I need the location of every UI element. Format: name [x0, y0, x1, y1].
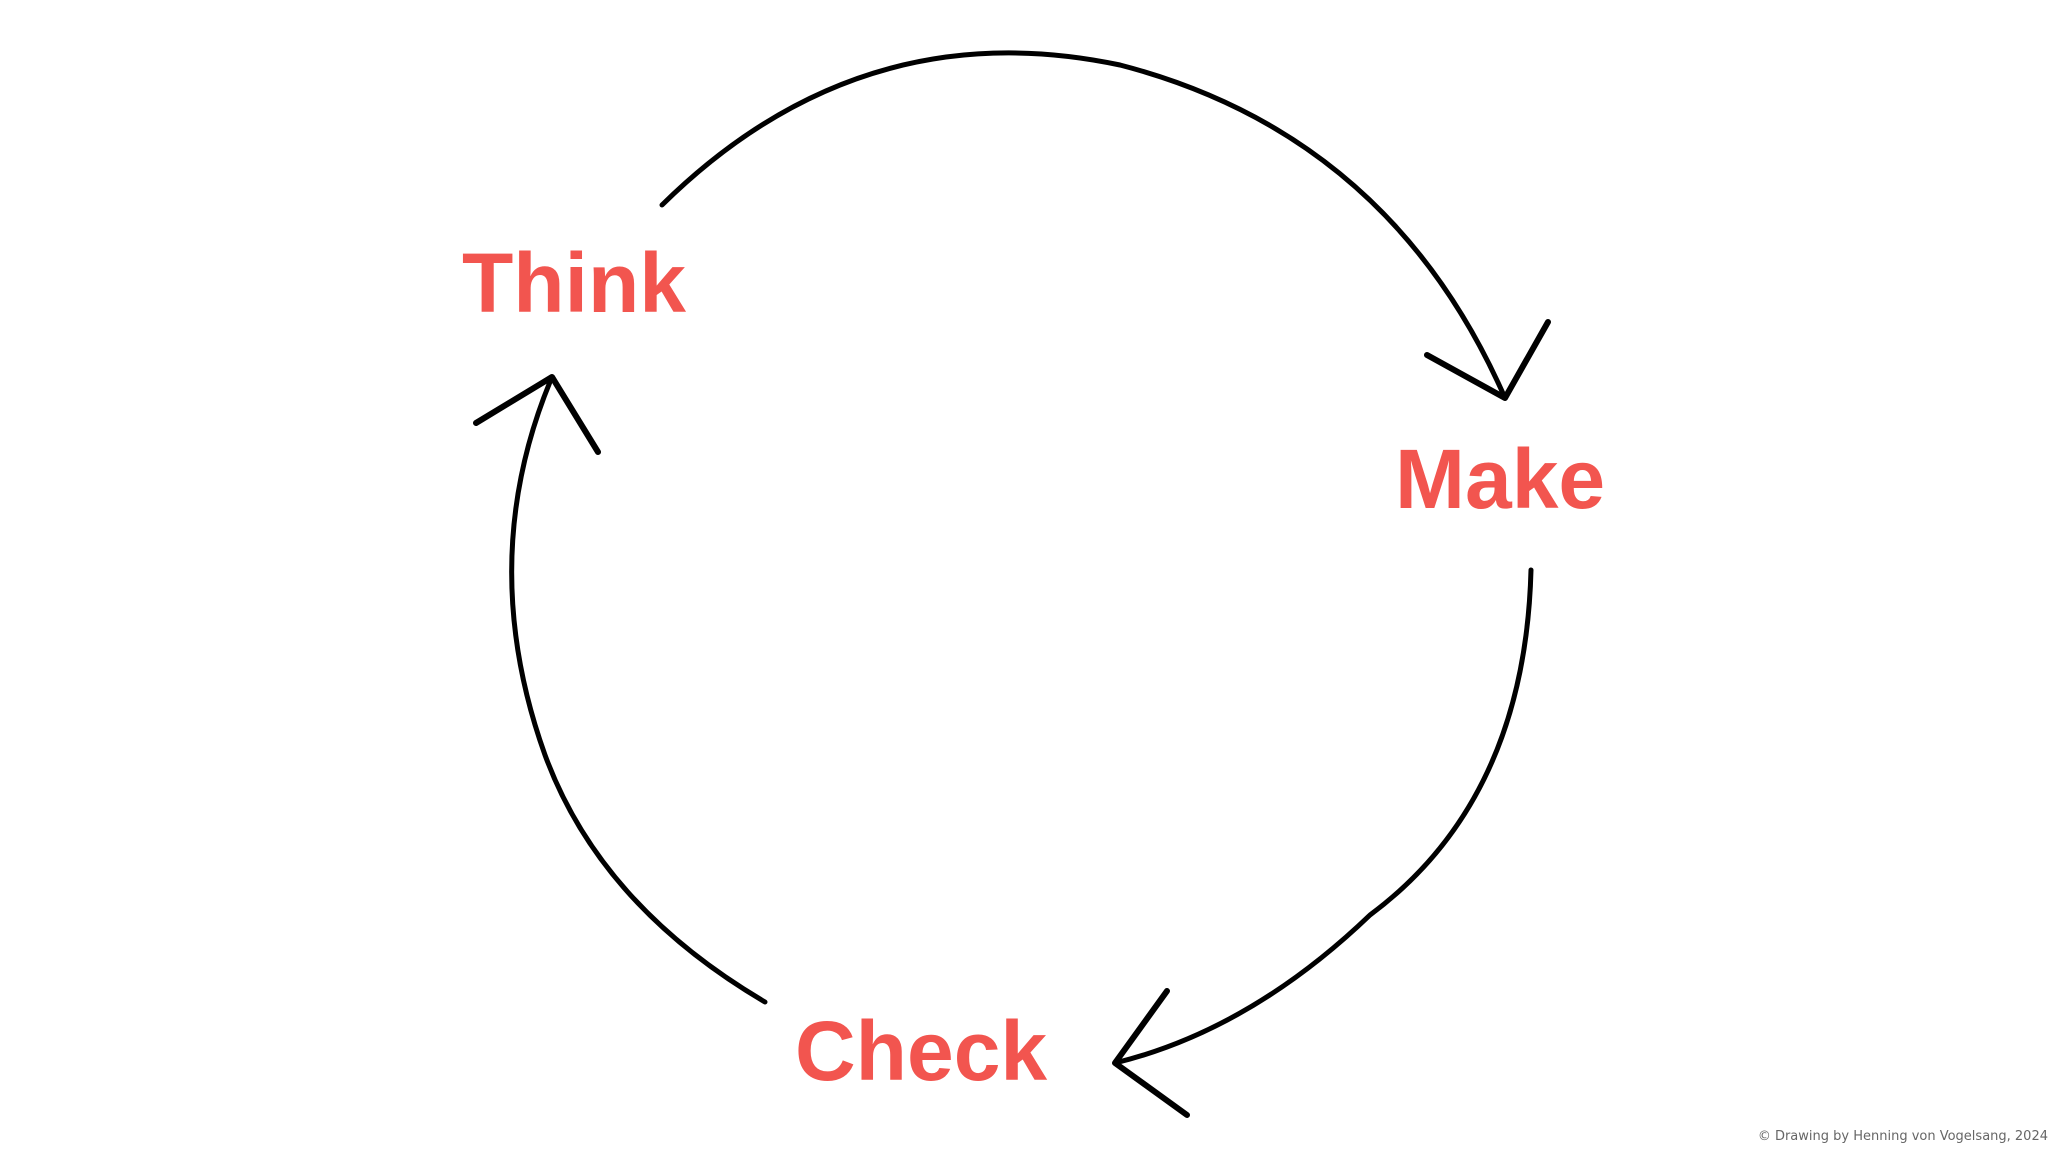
stage-label-make: Make [1395, 432, 1605, 526]
arc-think-to-make [659, 50, 1508, 401]
stage-label-think: Think [462, 236, 686, 330]
arrowhead-think-icon [473, 374, 601, 455]
arrowhead-check-icon [1112, 988, 1190, 1118]
arrowhead-make-icon [1424, 319, 1551, 401]
arc-make-to-check [1112, 567, 1534, 1066]
arc-check-to-think [509, 374, 768, 1005]
stage-label-check: Check [795, 1004, 1047, 1098]
credit-text: © Drawing by Henning von Vogelsang, 2024 [1757, 1129, 2048, 1144]
